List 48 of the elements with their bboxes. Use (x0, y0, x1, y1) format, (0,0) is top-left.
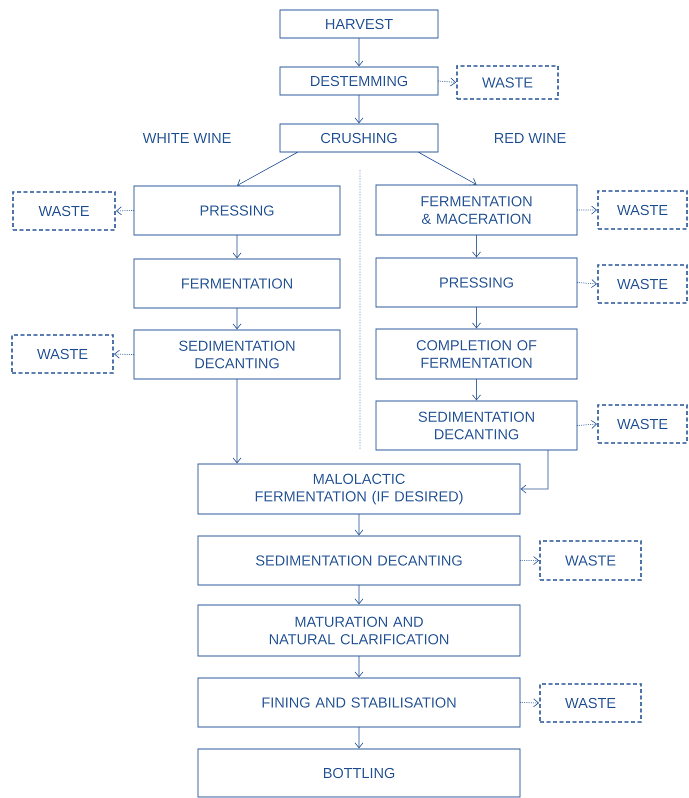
arrow (418, 152, 476, 186)
branch-label: WHITE WINE (142, 133, 231, 143)
process-box: CRUSHING (280, 124, 438, 152)
process-box: FINING AND STABILISATION (198, 678, 520, 728)
arrow (232, 308, 242, 330)
process-box: BOTTLING (198, 748, 520, 798)
waste-box: WASTE (12, 191, 116, 231)
waste-box: WASTE (539, 683, 642, 723)
process-box: PRESSING (134, 186, 340, 236)
arrow (472, 235, 481, 258)
waste-arrow (577, 279, 598, 288)
waste-arrow (577, 420, 598, 429)
arrow (520, 450, 548, 494)
process-box: MALOLACTIC FERMENTATION (IF DESIRED) (198, 464, 520, 514)
arrow (472, 379, 481, 401)
process-box: FERMENTATION (134, 258, 340, 308)
arrow (232, 235, 242, 259)
arrow (354, 727, 364, 749)
waste-box: WASTE (597, 404, 688, 444)
waste-box: WASTE (11, 334, 114, 374)
waste-box: WASTE (597, 190, 688, 230)
waste-arrow (114, 350, 134, 359)
arrow (354, 656, 364, 678)
waste-arrow (577, 206, 598, 214)
arrow (354, 585, 364, 605)
arrow (237, 152, 298, 187)
arrow (354, 514, 364, 536)
arrow (354, 95, 364, 124)
process-box: FERMENTATION & MACERATION (376, 184, 578, 236)
process-box: COMPLETION OF FERMENTATION (376, 328, 578, 380)
waste-box: WASTE (539, 540, 642, 581)
process-box: SEDIMENTATION DECANTING (376, 400, 578, 450)
process-box: HARVEST (280, 10, 438, 38)
process-box: DESTEMMING (280, 66, 438, 96)
arrow (354, 38, 364, 67)
waste-box: WASTE (597, 264, 688, 304)
arrow (232, 379, 242, 464)
waste-arrow (520, 556, 540, 565)
process-box: MATURATION AND NATURAL CLARIFICATION (198, 604, 520, 656)
arrow (472, 307, 481, 329)
process-box: SEDIMENTATION DECANTING (134, 330, 340, 380)
waste-arrow (520, 698, 540, 708)
branch-label: RED WINE (494, 133, 566, 143)
process-box: PRESSING (376, 258, 578, 308)
waste-arrow (116, 206, 134, 216)
process-box: SEDIMENTATION DECANTING (198, 536, 520, 586)
waste-arrow (438, 78, 456, 86)
waste-box: WASTE (456, 65, 559, 100)
